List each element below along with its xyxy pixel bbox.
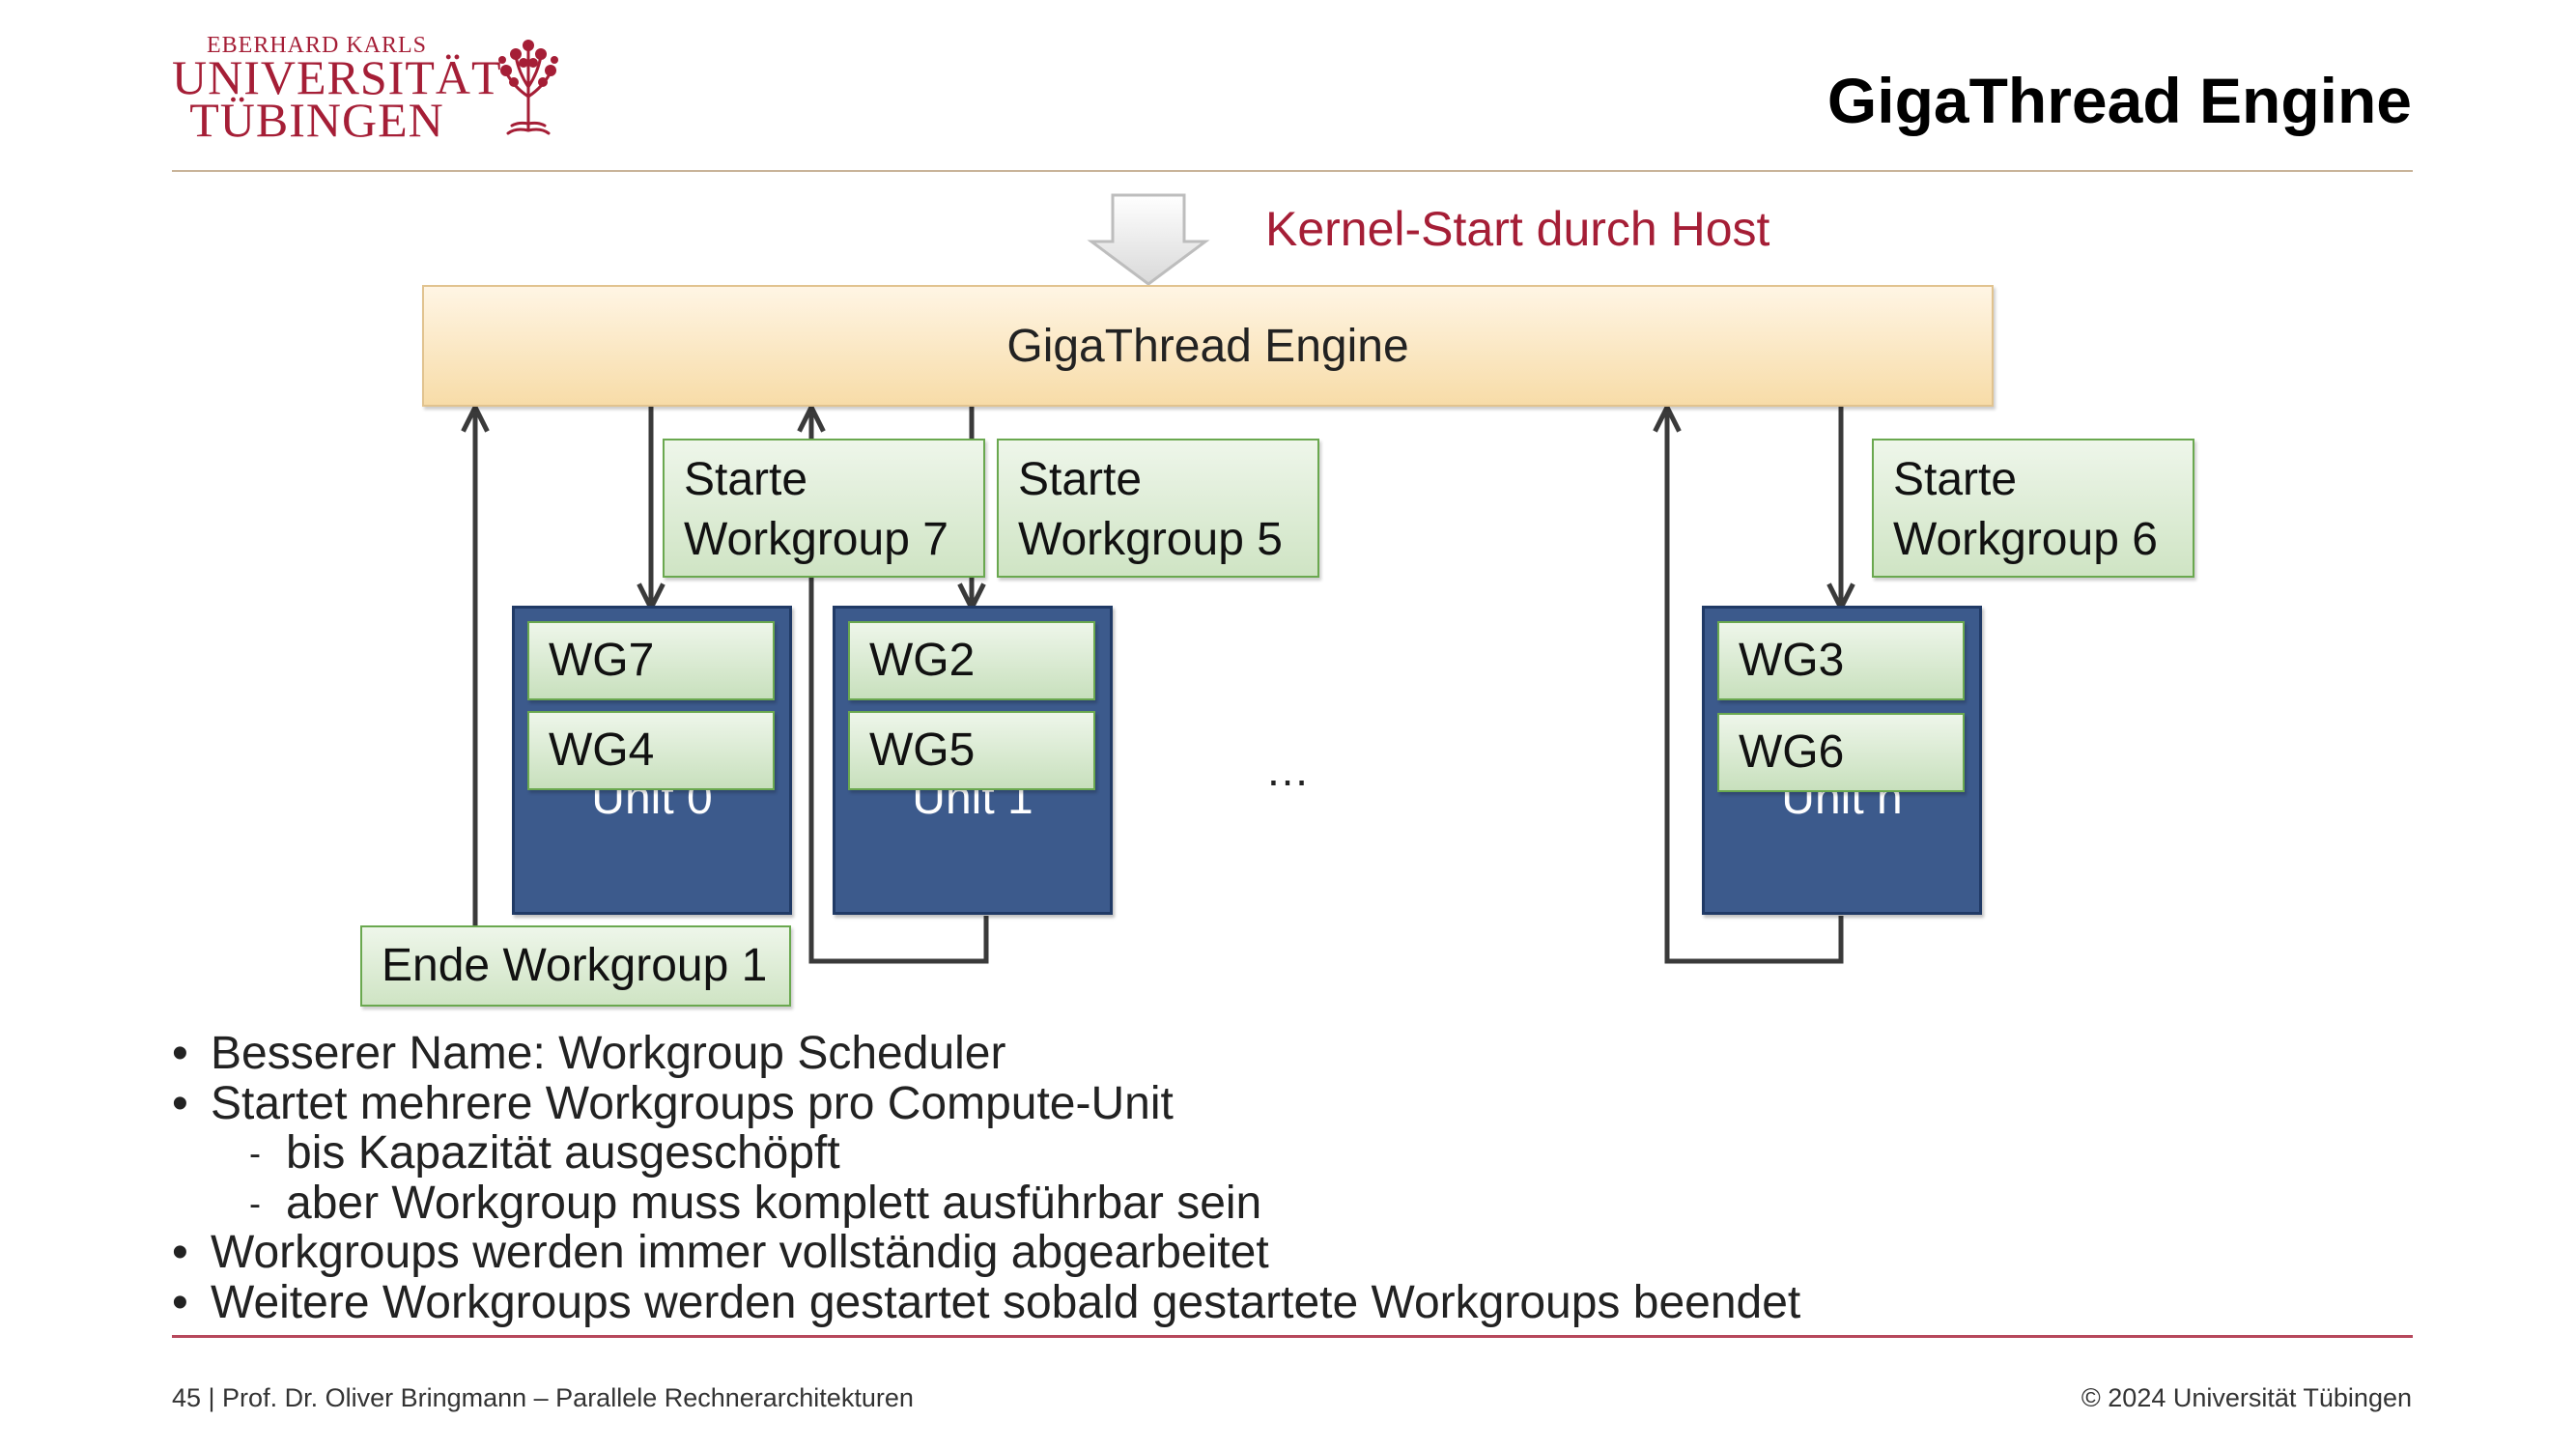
- bullet-mark: •: [172, 1077, 188, 1129]
- workgroup-box: WG7: [527, 621, 775, 700]
- logo-line-eberhard-karls: EBERHARD KARLS: [206, 33, 428, 58]
- bullet-text: Besserer Name: Workgroup Scheduler: [211, 1028, 1006, 1079]
- action-line: Workgroup 7: [684, 514, 948, 565]
- sub-bullet-item: -aber Workgroup muss komplett ausführbar…: [172, 1177, 2393, 1229]
- action-line: Starte: [1893, 454, 2018, 505]
- bullet-mark: •: [172, 1276, 188, 1328]
- bullet-item: • Workgroups werden immer vollständig abg…: [172, 1228, 2393, 1278]
- tree-seal-icon: [498, 40, 558, 135]
- header-divider: [172, 170, 2413, 172]
- bullet-item: • Startet mehrere Workgroups pro Compute-…: [172, 1077, 2393, 1129]
- end-workgroup-1-box: Ende Workgroup 1: [360, 925, 791, 1007]
- arrow-unit-1-return: [811, 410, 989, 964]
- workgroup-box: WG2: [848, 621, 1095, 700]
- gigathread-engine-label: GigaThread Engine: [1006, 320, 1409, 372]
- bullet-list: • Besserer Name: Workgroup Scheduler • Sta…: [172, 1029, 2393, 1327]
- action-line: Workgroup 6: [1893, 514, 2158, 565]
- start-workgroup-5-box: Starte Workgroup 5: [997, 439, 1319, 578]
- bullet-text: aber Workgroup muss komplett ausführbar …: [286, 1177, 1262, 1229]
- arrow-unit-n-return: [1667, 410, 1844, 964]
- bullet-item: • Weitere Workgroups werden gestartet sob…: [172, 1276, 2393, 1328]
- start-workgroup-7-box: Starte Workgroup 7: [663, 439, 985, 578]
- more-units-ellipsis: …: [1265, 745, 1310, 795]
- sub-bullet-item: -bis Kapazität ausgeschöpft: [172, 1128, 2393, 1179]
- bullet-mark: -: [249, 1182, 261, 1223]
- slide-title: GigaThread Engine: [1826, 65, 2412, 136]
- footer-copyright: © 2024 Universität Tübingen: [2081, 1383, 2412, 1412]
- host-kernel-start-arrow: [1087, 193, 1210, 286]
- logo-line-tuebingen: TÜBINGEN: [189, 93, 444, 147]
- bullet-mark: •: [172, 1028, 188, 1079]
- action-line: Starte: [1018, 454, 1143, 505]
- footer-divider: [172, 1335, 2413, 1338]
- bullet-text: Startet mehrere Workgroups pro Compute-U…: [211, 1077, 1174, 1129]
- gigathread-engine-box: GigaThread Engine: [422, 285, 1994, 407]
- footer-page-info: 45 | Prof. Dr. Oliver Bringmann – Parall…: [172, 1383, 914, 1412]
- bullet-text: Workgroups werden immer vollständig abge…: [211, 1227, 1269, 1278]
- bullet-mark: •: [172, 1227, 188, 1278]
- workgroup-box: WG5: [848, 711, 1095, 790]
- kernel-start-label: Kernel-Start durch Host: [1265, 202, 1770, 256]
- action-line: Starte: [684, 454, 808, 505]
- bullet-text: Weitere Workgroups werden gestartet soba…: [211, 1276, 1801, 1328]
- action-line: Ende Workgroup 1: [382, 940, 768, 991]
- start-workgroup-6-box: Starte Workgroup 6: [1872, 439, 2194, 578]
- logo-line-universitaet: UNIVERSITÄT: [172, 50, 502, 104]
- workgroup-box: WG3: [1717, 621, 1965, 700]
- workgroup-box: WG4: [527, 711, 775, 790]
- bullet-text: bis Kapazität ausgeschöpft: [286, 1127, 840, 1179]
- workgroup-box: WG6: [1717, 713, 1965, 792]
- action-line: Workgroup 5: [1018, 514, 1283, 565]
- diagram-connectors: [0, 193, 2576, 964]
- bullet-mark: -: [249, 1133, 261, 1173]
- bullet-item: • Besserer Name: Workgroup Scheduler: [172, 1029, 2393, 1079]
- gigathread-diagram: Kernel-Start durch Host GigaThread Engin…: [0, 193, 2576, 1007]
